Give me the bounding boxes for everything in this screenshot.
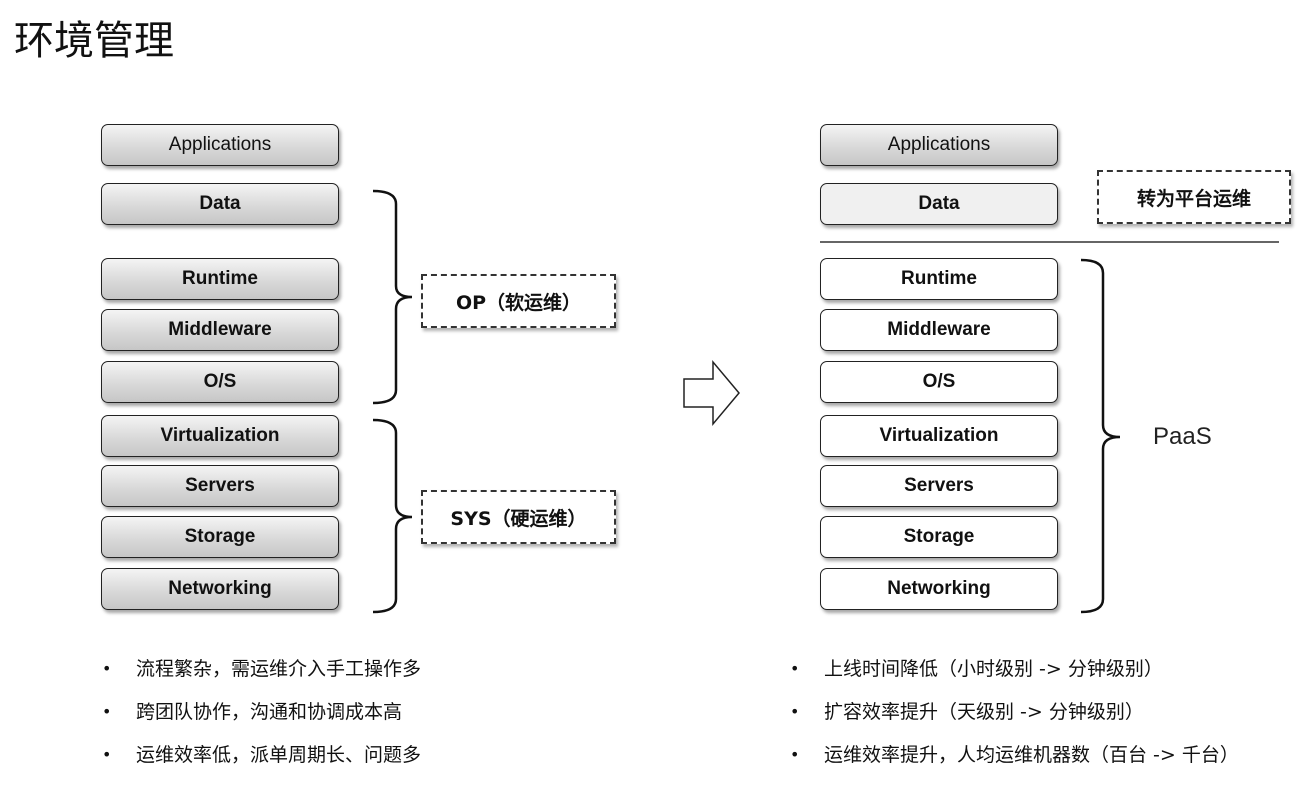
sys-brace: [372, 418, 413, 614]
list-item: •运维效率低，派单周期长、问题多: [102, 744, 422, 766]
list-item: •扩容效率提升（天级别 -> 分钟级别）: [790, 701, 1144, 723]
right-layer-applications: Applications: [820, 124, 1058, 166]
list-item: •跨团队协作，沟通和协调成本高: [102, 701, 403, 723]
left-layer-data: Data: [101, 183, 339, 225]
right-layer-runtime: Runtime: [820, 258, 1058, 300]
left-layer-os: O/S: [101, 361, 339, 403]
left-layer-virtualization: Virtualization: [101, 415, 339, 457]
paas-brace: [1080, 258, 1121, 614]
list-item: •流程繁杂，需运维介入手工操作多: [102, 658, 422, 680]
right-layer-storage: Storage: [820, 516, 1058, 558]
paas-label: PaaS: [1153, 423, 1212, 450]
left-layer-applications: Applications: [101, 124, 339, 166]
op-brace: [372, 189, 413, 405]
page-title: 环境管理: [14, 18, 174, 64]
left-layer-runtime: Runtime: [101, 258, 339, 300]
right-layer-virtualization: Virtualization: [820, 415, 1058, 457]
right-layer-servers: Servers: [820, 465, 1058, 507]
arrow-right-icon: [683, 359, 740, 427]
left-layer-servers: Servers: [101, 465, 339, 507]
right-layer-networking: Networking: [820, 568, 1058, 610]
right-bullet-list: •上线时间降低（小时级别 -> 分钟级别） •扩容效率提升（天级别 -> 分钟级…: [788, 657, 1239, 786]
right-layer-middleware: Middleware: [820, 309, 1058, 351]
list-item: •运维效率提升，人均运维机器数（百台 -> 千台）: [790, 744, 1239, 766]
sys-label-box: SYS（硬运维）: [421, 490, 616, 544]
left-layer-middleware: Middleware: [101, 309, 339, 351]
list-item: •上线时间降低（小时级别 -> 分钟级别）: [790, 658, 1163, 680]
right-layer-os: O/S: [820, 361, 1058, 403]
platform-ops-label-box: 转为平台运维: [1097, 170, 1291, 224]
op-label-box: OP（软运维）: [421, 274, 616, 328]
right-layer-data: Data: [820, 183, 1058, 225]
left-bullet-list: •流程繁杂，需运维介入手工操作多 •跨团队协作，沟通和协调成本高 •运维效率低，…: [100, 657, 421, 786]
left-layer-storage: Storage: [101, 516, 339, 558]
left-layer-networking: Networking: [101, 568, 339, 610]
